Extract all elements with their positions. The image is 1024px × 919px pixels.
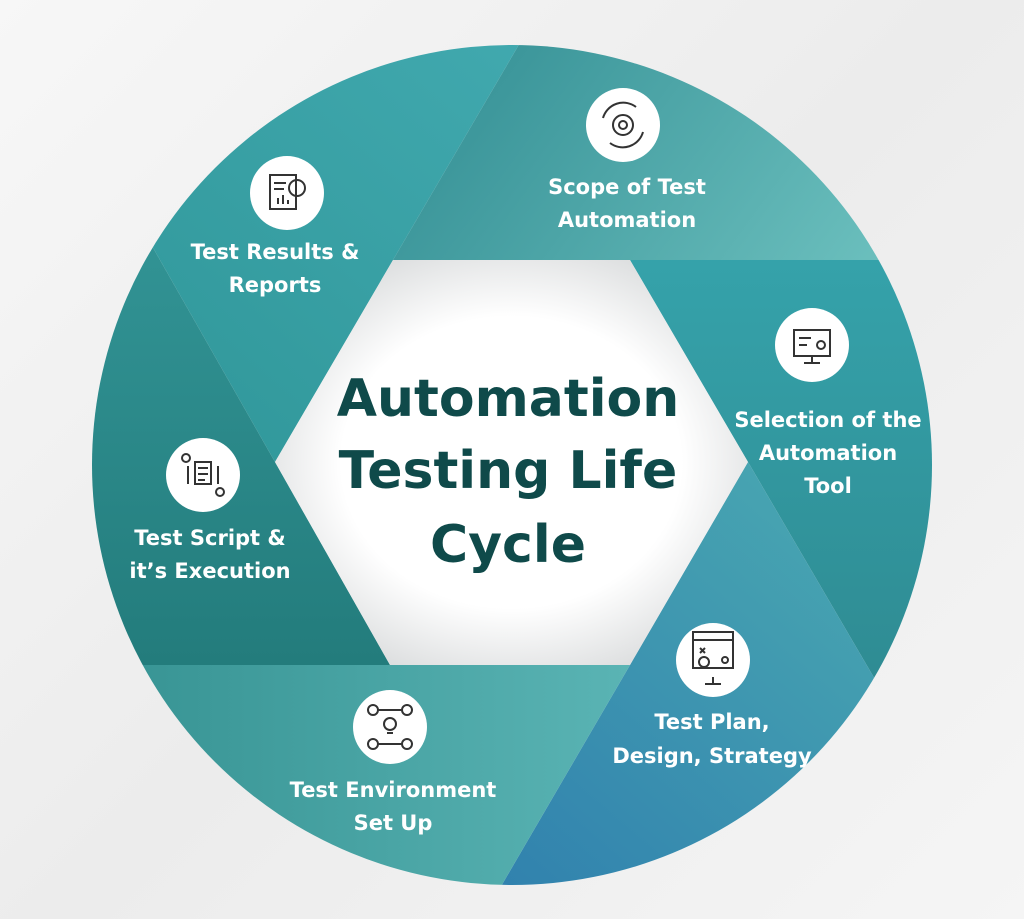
stage-label: Reports [229,273,322,297]
gear-cycle-icon [602,101,644,149]
team-idea-icon [367,704,413,750]
stage-label: Selection of the [734,408,921,432]
stage-scope: Scope of Test Automation [548,88,706,232]
stage-script: Test Script & it’s Execution [129,438,291,583]
title-line-1: Automation [337,369,680,429]
script-flow-icon [181,453,225,497]
stage-label: Automation [558,208,696,232]
stage-label: Design, Strategy [612,744,812,768]
title-line-3: Cycle [430,515,586,575]
stage-label: Test Script & [134,526,285,550]
stage-label: Automation [759,441,897,465]
stage-label: Test Environment [290,778,497,802]
monitor-strategy-icon [692,631,734,685]
center-hexagon [275,260,748,665]
stage-environment: Test Environment Set Up [290,690,497,835]
stage-label: it’s Execution [129,559,290,583]
monitor-settings-icon [793,329,831,364]
stage-label: Scope of Test [548,175,706,199]
blade-scope [393,45,932,260]
stage-selection: Selection of the Automation Tool [734,308,922,498]
title-line-2: Testing Life [339,441,678,501]
report-chart-icon [269,174,306,210]
stage-label: Test Plan, [654,710,769,734]
stage-label: Tool [804,474,852,498]
stage-label: Set Up [354,811,433,835]
stage-plan: Test Plan, Design, Strategy [612,623,812,768]
stage-label: Test Results & [191,240,360,264]
stage-results: Test Results & Reports [191,156,360,297]
